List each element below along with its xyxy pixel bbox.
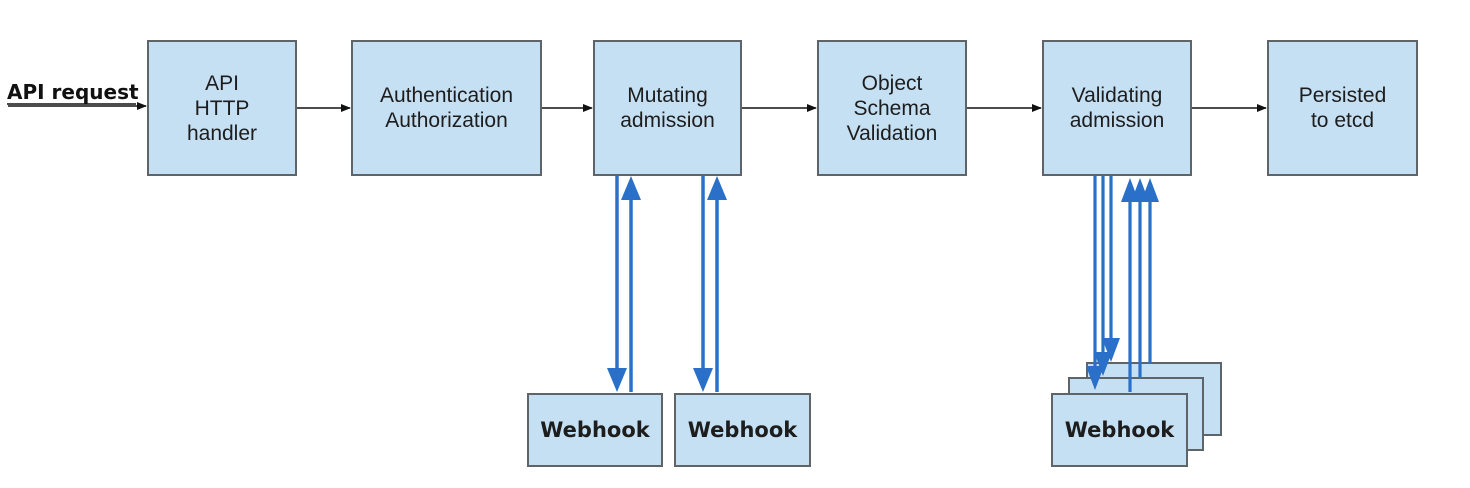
stage-object-schema-validation: Object Schema Validation (817, 40, 967, 176)
api-request-label: API request (7, 80, 139, 104)
webhook-label: Webhook (687, 417, 798, 442)
stage-label: Validating admission (1069, 84, 1165, 132)
stage-label: Object Schema Validation (846, 71, 938, 145)
webhook-arrows-mutating-2 (693, 176, 727, 392)
stage-persisted-to-etcd: Persisted to etcd (1267, 40, 1418, 176)
webhook-mutating-1: Webhook (527, 393, 663, 467)
webhook-validating: Webhook (1051, 393, 1188, 467)
stage-label: API HTTP handler (186, 71, 258, 145)
stage-label: Authentication Authorization (379, 84, 514, 132)
webhook-arrows-mutating-1 (607, 176, 641, 392)
stage-label: Persisted to etcd (1298, 84, 1387, 132)
stage-mutating-admission: Mutating admission (593, 40, 742, 176)
webhook-mutating-2: Webhook (674, 393, 811, 467)
webhook-label: Webhook (1064, 417, 1175, 442)
webhook-label: Webhook (540, 417, 650, 442)
stage-label: Mutating admission (620, 84, 715, 132)
stage-api-http-handler: API HTTP handler (147, 40, 297, 176)
stage-authentication-authorization: Authentication Authorization (351, 40, 542, 176)
stage-validating-admission: Validating admission (1042, 40, 1192, 176)
